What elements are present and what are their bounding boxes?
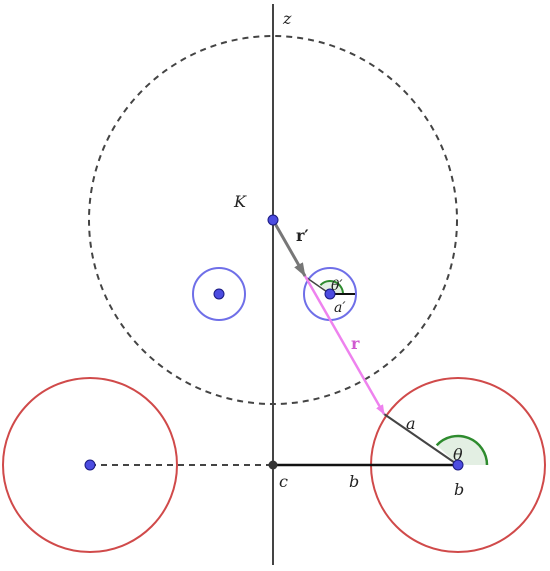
radius-a [383,413,459,466]
label-z: z [282,9,292,28]
left-blue-circle [192,267,246,321]
point-left-blue-center [213,288,225,300]
label-b-point: b [454,480,464,499]
point-right-blue-center [324,288,336,300]
label-r-prime: r′ [296,226,309,245]
point-k [267,214,279,226]
label-b-segment: b [349,472,359,491]
label-theta-prime: θ′ [331,278,343,294]
left-red-circle [2,377,178,553]
theta-angle-wedge [436,435,488,465]
label-theta: θ [453,445,463,464]
point-right-red-center [452,459,464,471]
label-r: r [351,334,360,353]
label-a: a [406,414,416,433]
label-c: c [279,472,288,491]
point-left-red-center [84,459,96,471]
label-a-prime: a′ [334,300,346,316]
point-c [268,460,278,470]
theta-angle-arc [435,434,489,466]
vector-r-prime [271,219,307,277]
theta-prime-angle-arc [319,279,345,295]
label-k: K [233,192,247,211]
